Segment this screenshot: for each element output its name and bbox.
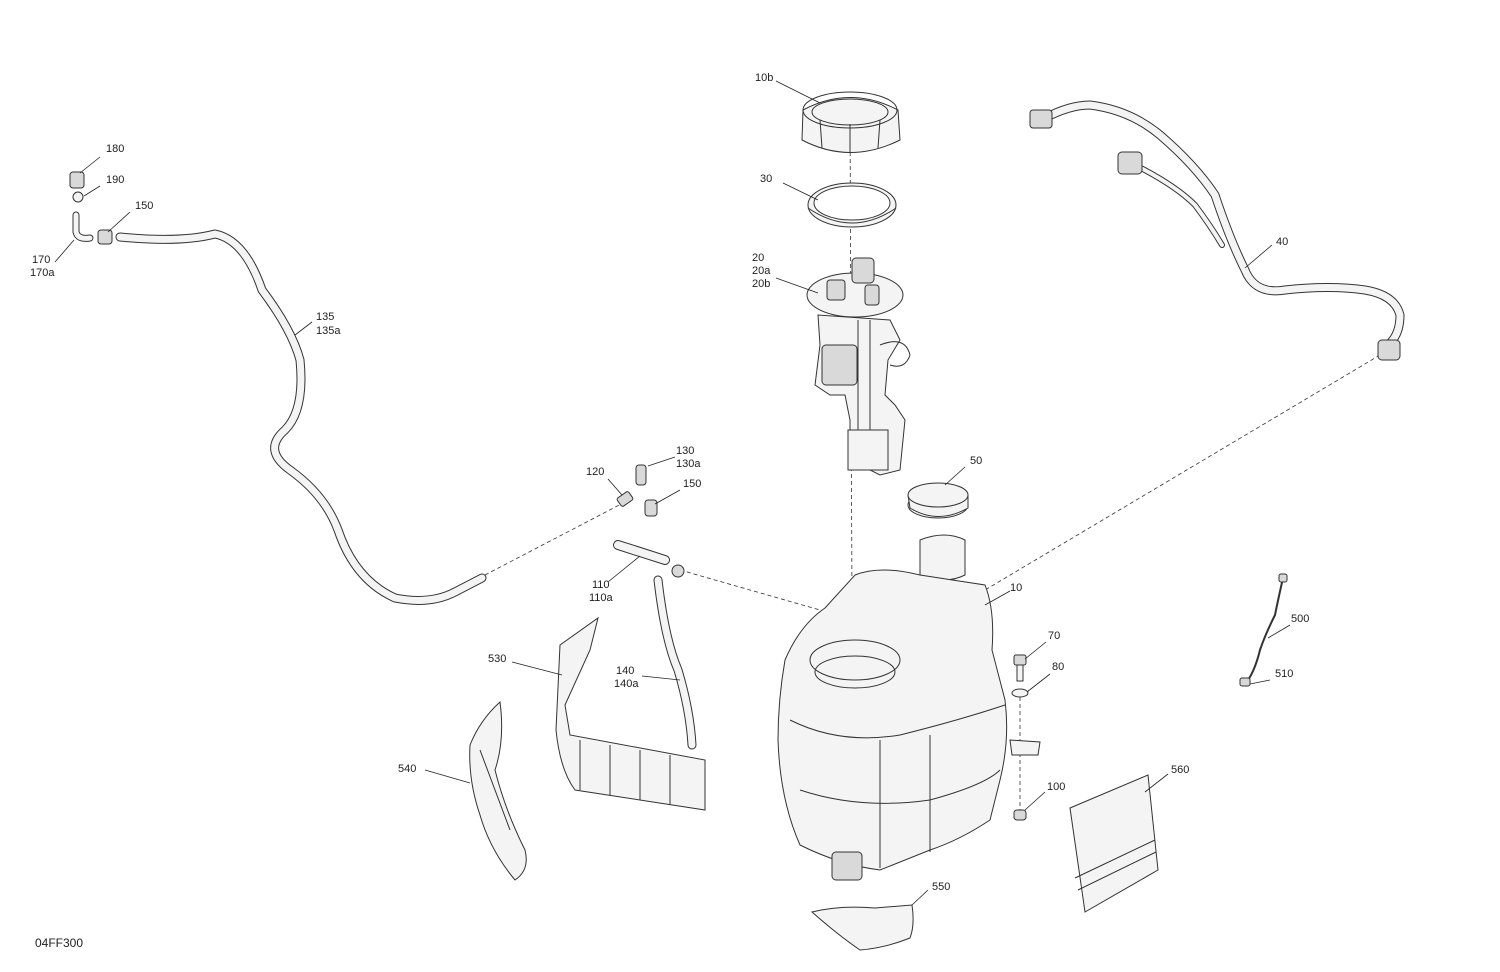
callout-20a: 20a [752,265,771,277]
fittings-group[interactable] [616,464,658,517]
lower-shield-550[interactable] [810,904,914,951]
heat-shield-530[interactable] [555,616,706,811]
fasteners-group[interactable] [1011,654,1029,821]
callout-190: 190 [106,174,124,186]
lock-ring-part[interactable] [801,91,901,153]
callout-30: 30 [760,173,772,185]
callout-110a: 110a [589,592,614,604]
sensor-wire-part[interactable] [1239,573,1288,687]
callout-180: 180 [106,143,124,155]
heat-shield-540[interactable] [469,700,527,881]
vent-hose-assembly[interactable] [69,171,487,605]
callout-150-top: 150 [135,200,153,212]
callout-100: 100 [1047,781,1065,793]
callout-140: 140 [616,665,634,677]
callout-110: 110 [592,579,610,591]
callout-540: 540 [398,763,416,775]
callout-50: 50 [970,455,982,467]
callout-130: 130 [676,445,694,457]
leader-lines [54,80,1291,906]
callout-500: 500 [1291,613,1309,625]
callout-20: 20 [752,252,764,264]
fuel-pump-module-part[interactable] [806,257,911,476]
callout-120: 120 [586,466,604,478]
callout-80: 80 [1052,661,1064,673]
callout-560: 560 [1171,764,1189,776]
callout-135a: 135a [316,325,341,337]
wiring-harness-part[interactable] [1029,100,1405,361]
drain-hose-part[interactable] [613,540,697,750]
callout-70: 70 [1048,630,1060,642]
callout-labels: 10b 30 20 20a 20b 40 180 190 150 170 170… [30,72,1309,893]
drawing-id-label: 04FF300 [35,936,84,950]
callout-150-mid: 150 [683,478,701,490]
fuel-tank-part[interactable] [777,534,1041,881]
callout-130a: 130a [676,458,701,470]
callout-40: 40 [1276,236,1288,248]
callout-530: 530 [488,653,506,665]
callout-170: 170 [32,254,50,266]
callout-510: 510 [1275,668,1293,680]
callout-10: 10 [1010,582,1022,594]
seal-ring-part[interactable] [807,182,897,228]
callout-140a: 140a [614,678,639,690]
callout-20b: 20b [752,278,770,290]
protector-panel-560[interactable] [1069,774,1159,913]
fuel-cap-part[interactable] [907,482,969,519]
callout-10b: 10b [755,72,773,84]
callout-170a: 170a [30,267,55,279]
callout-135: 135 [316,311,334,323]
callout-550: 550 [932,881,950,893]
